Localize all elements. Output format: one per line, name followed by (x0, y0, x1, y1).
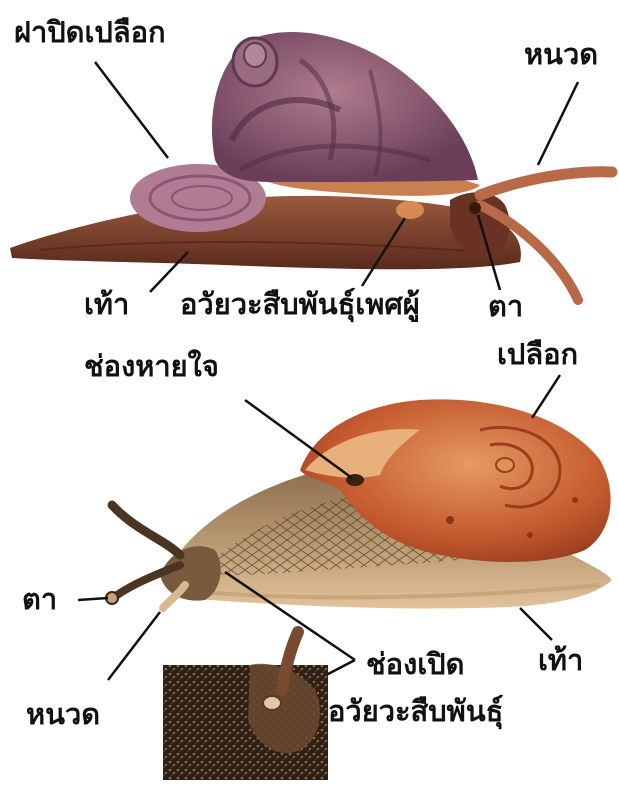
leader-bottom-tentacle (108, 612, 160, 680)
inset-closeup (163, 632, 328, 780)
leader-top-tentacle (538, 82, 578, 165)
label-bottom-foot: เท้า (538, 646, 583, 675)
label-bottom-eye: ตา (22, 585, 57, 614)
leader-bottom-shell (532, 375, 560, 418)
label-bottom-shell: เปลือก (497, 340, 578, 369)
label-top-eye: ตา (488, 292, 523, 321)
label-top-tentacle: หนวด (524, 40, 598, 69)
top-snail-foot (10, 196, 521, 269)
bottom-snail (106, 399, 612, 608)
label-bottom-tentacle: หนวด (26, 700, 100, 729)
label-bottom-breathing-hole: ช่องหายใจ (84, 352, 219, 381)
top-snail (10, 32, 612, 300)
bottom-snail-tentacle-long (112, 505, 180, 555)
label-inset-opening-line2: อวัยวะสืบพันธุ์ (328, 697, 503, 726)
label-inset-opening-line1: ช่องเปิด (366, 650, 464, 679)
label-top-foot: เท้า (84, 290, 129, 319)
top-snail-tentacle-upper (480, 172, 612, 195)
leader-bottom-eye (78, 598, 108, 600)
leader-bottom-foot (520, 608, 552, 640)
leader-top-operculum (95, 62, 168, 158)
inset-genital-opening (263, 696, 281, 710)
label-top-male-organ: อวัยวะสืบพันธุ์เพศผู้ (180, 290, 420, 319)
top-snail-male-organ (396, 201, 424, 219)
label-top-operculum: ฝาปิดเปลือก (14, 18, 166, 47)
top-snail-eye (469, 202, 481, 214)
